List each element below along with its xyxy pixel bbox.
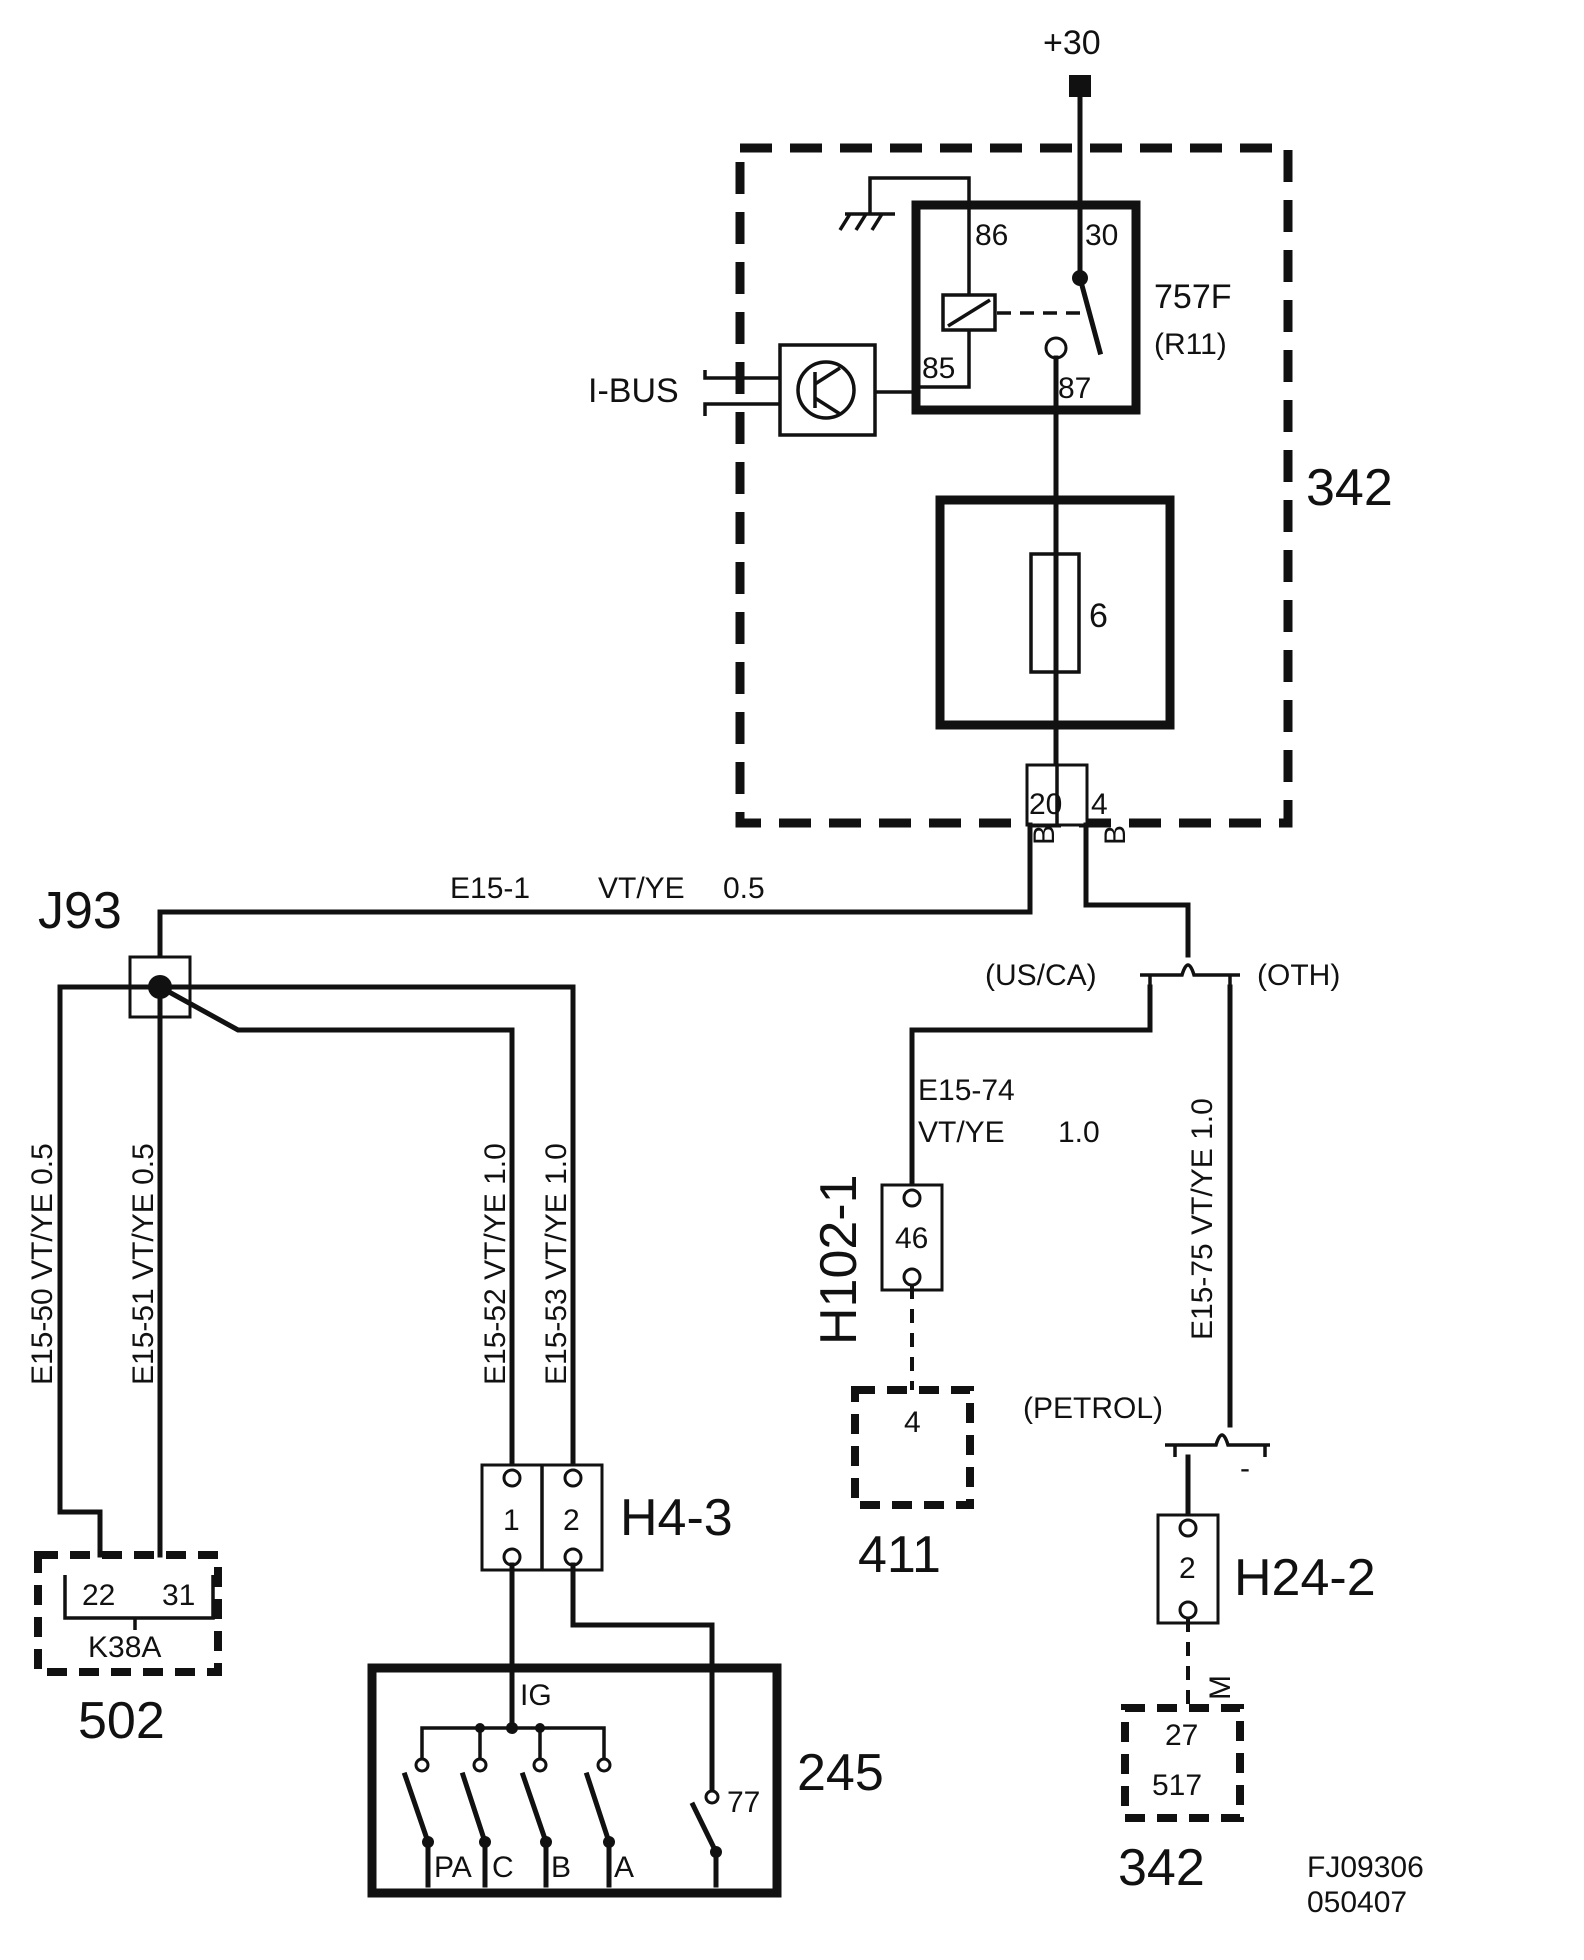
- ignition-contact-c-icon: [459, 1757, 491, 1888]
- connector-pin-20: 20: [1029, 788, 1062, 821]
- wire-color-b-20: B: [1028, 825, 1061, 845]
- ibus-label: I-BUS: [588, 372, 679, 410]
- petrol-variant-label: (PETROL): [1023, 1392, 1163, 1425]
- ignition-pa-label: PA: [434, 1851, 472, 1884]
- module-342-boundary: [735, 143, 1293, 828]
- relay-contact-87: [1044, 336, 1068, 360]
- relay-757f-box: [911, 200, 1141, 415]
- petrol-split-icon: [1165, 1433, 1270, 1447]
- ignition-a-label: A: [614, 1851, 634, 1884]
- component-502-boundary: [34, 1551, 222, 1676]
- petrol-mark: -: [1240, 1452, 1250, 1485]
- ignition-c-label: C: [492, 1851, 514, 1884]
- variant-us-ca-label: (US/CA): [985, 959, 1097, 992]
- wire-e15-1-id: E15-1: [450, 872, 530, 905]
- h4-3-pin1-top: [502, 1468, 522, 1488]
- relay-coil-85-wire: [916, 330, 971, 389]
- component-342-bottom-boundary: [1121, 1704, 1244, 1822]
- figure-date: 050407: [1307, 1886, 1407, 1919]
- wire-e15-53: [157, 984, 576, 1468]
- h24-2-wire-color: M: [1204, 1675, 1237, 1700]
- h24-2-pin-top: [1178, 1518, 1198, 1538]
- component-411-boundary: [851, 1386, 974, 1509]
- ibus-driver-box: [778, 343, 877, 437]
- wire-e15-74-id: E15-74: [918, 1074, 1015, 1107]
- relay-pin-87-label: 87: [1058, 372, 1091, 405]
- figure-code: FJ09306: [1307, 1851, 1424, 1884]
- ignition-b-label: B: [551, 1851, 571, 1884]
- ignition-contact-pa-icon: [401, 1757, 434, 1888]
- variant-oth-label: (OTH): [1257, 959, 1340, 992]
- component-245-label: 245: [797, 1744, 884, 1802]
- fuse-label: 6: [1089, 597, 1108, 635]
- transistor-icon: [796, 360, 856, 420]
- h102-1-pin-top: [902, 1188, 922, 1208]
- k38a-bracket: [63, 1575, 215, 1620]
- ibus-connector-icon: [703, 370, 780, 416]
- ignition-contact-b-icon: [519, 1757, 552, 1888]
- wire-h4-3-pin2-to-77: [570, 1562, 715, 1795]
- wire-e15-52: [156, 983, 515, 1468]
- relay-pin-85-label: 85: [922, 352, 955, 385]
- wire-e15-50: [57, 984, 163, 1558]
- relay-coil-diagonal: [947, 298, 991, 328]
- wire-connector-pin4: [1083, 822, 1191, 958]
- connector-pin-4: 4: [1091, 788, 1108, 821]
- supply-label: +30: [1043, 24, 1101, 62]
- component-411-pin: 4: [904, 1406, 921, 1439]
- h102-1-pin-label: 46: [895, 1222, 928, 1255]
- supply-terminal: [1069, 75, 1091, 97]
- k38a-pin-22: 22: [82, 1579, 115, 1612]
- splice-j93-label: J93: [38, 882, 122, 940]
- connector-h4-3-label: H4-3: [620, 1489, 733, 1547]
- ignition-ig-label: IG: [520, 1679, 552, 1712]
- relay-pin-30-label: 30: [1085, 219, 1118, 252]
- wire-e15-74: [909, 984, 1153, 1198]
- component-342-bottom-sub: 517: [1152, 1769, 1202, 1802]
- h4-3-pin2-label: 2: [563, 1504, 580, 1537]
- k38a-pin-31: 31: [162, 1579, 195, 1612]
- ignition-bus-node: [506, 1722, 518, 1734]
- wire-e15-53-label: E15-53 VT/YE 1.0: [540, 1143, 573, 1385]
- wire-e15-75-label: E15-75 VT/YE 1.0: [1186, 1098, 1219, 1340]
- component-342-bottom-pin: 27: [1165, 1719, 1198, 1752]
- ignition-contact-a-icon: [583, 1757, 615, 1888]
- wire-e15-1: [157, 822, 1033, 993]
- ignition-contact-77-icon: [689, 1789, 722, 1888]
- h4-3-pin2-top: [563, 1468, 583, 1488]
- transistor-collector: [814, 366, 841, 386]
- h24-2-pin-bottom: [1178, 1600, 1198, 1620]
- wire-e15-1-size: 0.5: [723, 872, 765, 905]
- connector-h102-1-label: H102-1: [810, 1174, 868, 1345]
- h4-3-pin1-label: 1: [503, 1504, 520, 1537]
- ignition-switch-245-box: [367, 1663, 782, 1898]
- component-342-bottom-label: 342: [1118, 1839, 1205, 1897]
- h102-1-pin-bottom: [902, 1267, 922, 1287]
- relay-ref-label: (R11): [1154, 328, 1227, 361]
- transistor-emitter: [814, 396, 841, 416]
- wire-color-b-4: B: [1099, 825, 1132, 845]
- component-411-label: 411: [858, 1526, 941, 1584]
- k38a-name: K38A: [88, 1631, 161, 1664]
- relay-id-label: 757F: [1154, 278, 1232, 316]
- relay-pin-86-label: 86: [975, 219, 1008, 252]
- ground-icon: [838, 212, 895, 231]
- connector-h24-2-label: H24-2: [1234, 1549, 1376, 1607]
- module-342-label: 342: [1306, 459, 1393, 517]
- wire-e15-74-color: VT/YE: [918, 1116, 1005, 1149]
- ignition-77-label: 77: [727, 1786, 760, 1819]
- variant-split-icon: [1140, 963, 1240, 977]
- wire-e15-52-label: E15-52 VT/YE 1.0: [479, 1143, 512, 1385]
- wire-e15-1-color: VT/YE: [598, 872, 685, 905]
- relay-ground-wire: [868, 176, 971, 295]
- h24-2-pin-label: 2: [1179, 1552, 1196, 1585]
- wire-e15-50-label: E15-50 VT/YE 0.5: [26, 1143, 59, 1385]
- wire-e15-74-size: 1.0: [1058, 1116, 1100, 1149]
- component-502-label: 502: [78, 1692, 165, 1750]
- relay-switch-blade: [1076, 274, 1104, 356]
- wire-e15-51-label: E15-51 VT/YE 0.5: [127, 1143, 160, 1385]
